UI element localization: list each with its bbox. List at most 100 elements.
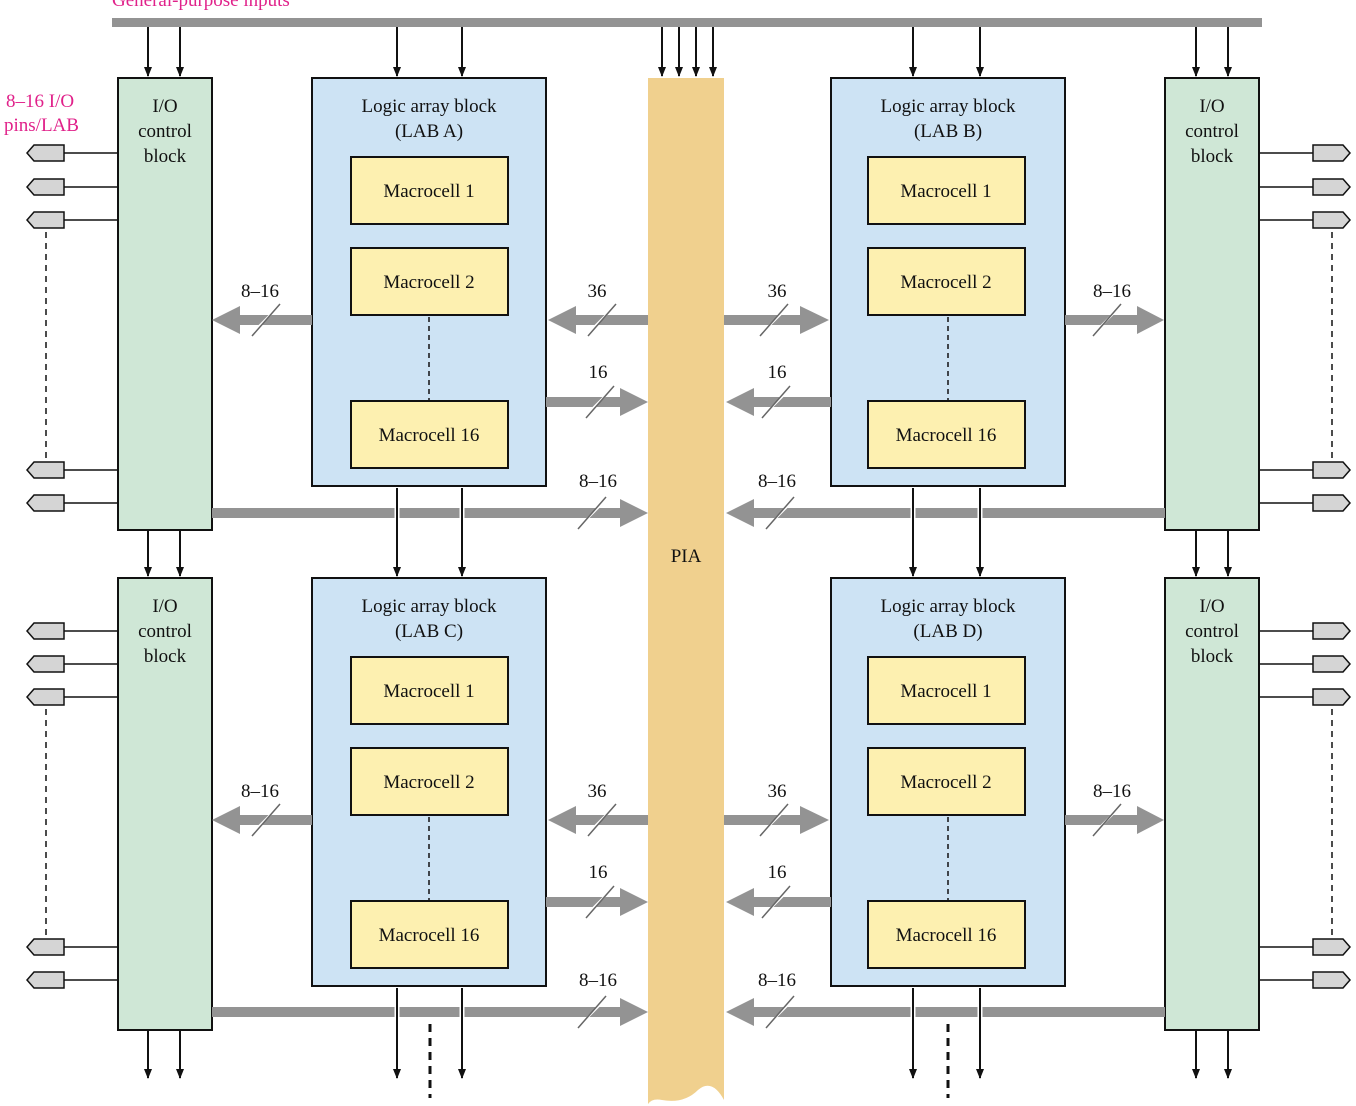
- io-pin-icon: [1312, 461, 1351, 479]
- svg-text:block: block: [144, 146, 187, 167]
- svg-text:36: 36: [588, 281, 607, 302]
- svg-text:Macrocell 2: Macrocell 2: [383, 772, 474, 793]
- svg-text:Macrocell 16: Macrocell 16: [379, 925, 480, 946]
- svg-text:8–16: 8–16: [579, 970, 617, 991]
- io-pin-icon: [1312, 622, 1351, 640]
- io-pins-left-bottom: [26, 622, 118, 989]
- bottom-continuation-dashes: [428, 1024, 950, 1098]
- io-pins-label-line1: 8–16 I/O: [6, 91, 74, 112]
- macrocell-2: Macrocell 2: [867, 747, 1026, 816]
- svg-text:(LAB C): (LAB C): [395, 621, 463, 642]
- io-pin-icon: [26, 688, 65, 706]
- svg-text:control: control: [1185, 621, 1239, 642]
- svg-text:16: 16: [589, 362, 608, 383]
- macrocell-2: Macrocell 2: [867, 247, 1026, 316]
- bus-arrows-lower: [212, 806, 1165, 1026]
- io-pin-icon: [26, 178, 65, 196]
- io-control-block-bottom-left: I/O control block: [117, 577, 213, 1031]
- svg-text:8–16: 8–16: [241, 281, 279, 302]
- svg-text:block: block: [144, 646, 187, 667]
- io-pin-icon: [26, 461, 65, 479]
- io-pin-icon: [1312, 655, 1351, 673]
- svg-text:16: 16: [768, 362, 787, 383]
- svg-text:Logic array block: Logic array block: [361, 596, 497, 617]
- io-pin-icon: [26, 622, 65, 640]
- svg-text:8–16: 8–16: [758, 970, 796, 991]
- top-input-arrows: [144, 27, 1232, 77]
- bus-slash-marks-dark: [251, 303, 1122, 1029]
- svg-text:8–16: 8–16: [1093, 281, 1131, 302]
- macrocell-1: Macrocell 1: [350, 156, 509, 225]
- svg-text:(LAB A): (LAB A): [395, 121, 463, 142]
- inter-row-arrows: [144, 488, 1232, 577]
- svg-text:Macrocell 1: Macrocell 1: [383, 681, 474, 702]
- io-pin-icon: [1312, 211, 1351, 229]
- io-pins-right-bottom: [1259, 622, 1351, 989]
- svg-text:Logic array block: Logic array block: [880, 96, 1016, 117]
- pia-bus: [648, 78, 724, 1104]
- svg-text:16: 16: [589, 862, 608, 883]
- svg-text:I/O: I/O: [1199, 596, 1224, 617]
- io-pin-icon: [1312, 971, 1351, 989]
- svg-text:Macrocell 1: Macrocell 1: [900, 181, 991, 202]
- svg-text:(LAB D): (LAB D): [913, 621, 982, 642]
- io-control-block-top-left: I/O control block: [117, 77, 213, 531]
- macrocell-16: Macrocell 16: [867, 400, 1026, 469]
- io-pin-icon: [26, 144, 65, 162]
- svg-text:36: 36: [588, 781, 607, 802]
- general-inputs-label: General-purpose inputs: [112, 0, 290, 11]
- svg-text:8–16: 8–16: [758, 471, 796, 492]
- io-pin-icon: [26, 938, 65, 956]
- svg-text:Macrocell 2: Macrocell 2: [900, 272, 991, 293]
- io-pin-icon: [1312, 938, 1351, 956]
- io-pin-icon: [26, 494, 65, 512]
- bus-width-labels: 8–16 36 36 8–16 16 16 8–16 8–16 8–16 36 …: [241, 281, 1131, 991]
- svg-text:(LAB B): (LAB B): [914, 121, 982, 142]
- svg-text:control: control: [1185, 121, 1239, 142]
- svg-text:Macrocell 16: Macrocell 16: [896, 925, 997, 946]
- pia-label: PIA: [671, 546, 702, 567]
- io-pin-icon: [1312, 688, 1351, 706]
- bus-arrows-upper: [212, 306, 1165, 527]
- macrocell-2: Macrocell 2: [350, 747, 509, 816]
- svg-text:Logic array block: Logic array block: [361, 96, 497, 117]
- svg-text:I/O: I/O: [152, 596, 177, 617]
- lab-b: Logic array block (LAB B) Macrocell 1 Ma…: [830, 77, 1066, 487]
- io-pin-icon: [1312, 494, 1351, 512]
- io-pin-icon: [1312, 144, 1351, 162]
- io-pins-left-top: [26, 144, 118, 512]
- svg-text:Macrocell 2: Macrocell 2: [900, 772, 991, 793]
- svg-text:control: control: [138, 121, 192, 142]
- svg-text:36: 36: [768, 781, 787, 802]
- svg-text:Logic array block: Logic array block: [880, 596, 1016, 617]
- svg-text:Macrocell 1: Macrocell 1: [383, 181, 474, 202]
- svg-text:16: 16: [768, 862, 787, 883]
- svg-text:block: block: [1191, 146, 1234, 167]
- io-control-block-bottom-right: I/O control block: [1164, 577, 1260, 1031]
- io-control-block-top-right: I/O control block: [1164, 77, 1260, 531]
- svg-text:8–16: 8–16: [1093, 781, 1131, 802]
- lab-a: Logic array block (LAB A) Macrocell 1 Ma…: [311, 77, 547, 487]
- svg-text:8–16: 8–16: [579, 471, 617, 492]
- io-pin-icon: [26, 971, 65, 989]
- macrocell-1: Macrocell 1: [867, 156, 1026, 225]
- macrocell-16: Macrocell 16: [350, 400, 509, 469]
- macrocell-1: Macrocell 1: [350, 656, 509, 725]
- svg-text:Macrocell 16: Macrocell 16: [379, 425, 480, 446]
- lab-c: Logic array block (LAB C) Macrocell 1 Ma…: [311, 577, 547, 987]
- io-pins-label-line2: pins/LAB: [4, 115, 79, 136]
- svg-text:Macrocell 16: Macrocell 16: [896, 425, 997, 446]
- svg-text:8–16: 8–16: [241, 781, 279, 802]
- macrocell-2: Macrocell 2: [350, 247, 509, 316]
- macrocell-16: Macrocell 16: [350, 900, 509, 969]
- svg-text:Macrocell 2: Macrocell 2: [383, 272, 474, 293]
- lab-d: Logic array block (LAB D) Macrocell 1 Ma…: [830, 577, 1066, 987]
- svg-text:control: control: [138, 621, 192, 642]
- io-pin-icon: [26, 655, 65, 673]
- bus-crossing-lines: [396, 504, 981, 1021]
- macrocell-16: Macrocell 16: [867, 900, 1026, 969]
- general-purpose-input-bus: [112, 18, 1262, 27]
- svg-text:Macrocell 1: Macrocell 1: [900, 681, 991, 702]
- svg-text:36: 36: [768, 281, 787, 302]
